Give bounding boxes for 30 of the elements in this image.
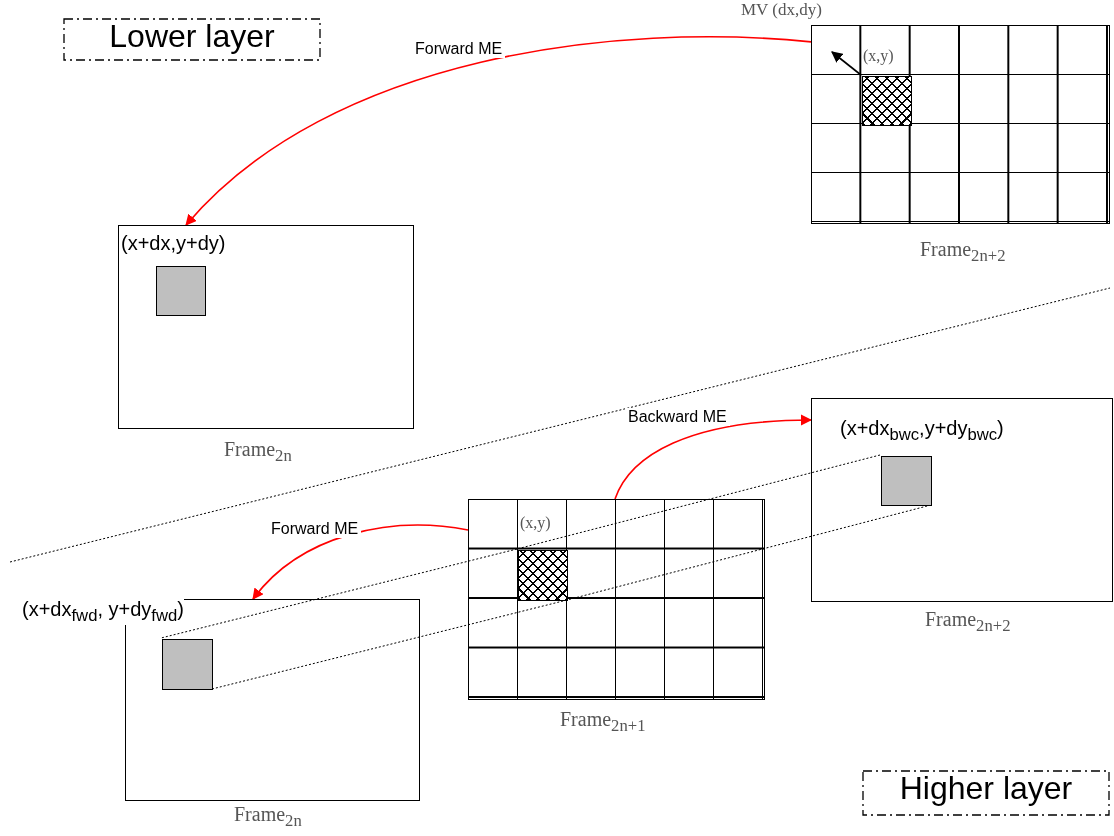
coordinate-label: (x+dx,y+dy) bbox=[121, 232, 226, 254]
reference-frame bbox=[811, 398, 1113, 602]
matched-block bbox=[881, 456, 932, 506]
projection-line bbox=[160, 548, 518, 639]
projection-line bbox=[516, 454, 881, 550]
frame-label: Frame$_{2n+2}$ bbox=[920, 238, 1006, 266]
coordinate-label: (x,y) bbox=[520, 514, 551, 532]
matched-block bbox=[156, 266, 206, 316]
block-grid bbox=[468, 499, 765, 700]
coordinate-label: (x+dx$_{bwc}$,y+dy$_{bwc}$) bbox=[840, 417, 1004, 445]
arrow bbox=[614, 414, 813, 500]
current-block bbox=[518, 550, 568, 601]
layer-name: Lower layer bbox=[108, 19, 276, 55]
frame-label: Frame$_{2n}$ bbox=[234, 803, 302, 831]
current-block bbox=[862, 76, 912, 126]
layer-name: Higher layer bbox=[898, 771, 1074, 807]
reference-frame bbox=[118, 225, 414, 429]
coordinate-label: (x,y) bbox=[863, 47, 894, 65]
layer-tag bbox=[63, 18, 321, 61]
matched-block bbox=[162, 639, 213, 690]
frame-label: Frame$_{2n+2}$ bbox=[925, 608, 1011, 636]
block-grid bbox=[811, 25, 1110, 224]
frame-label: Frame$_{2n}$ bbox=[224, 438, 292, 466]
arrow bbox=[252, 524, 469, 600]
edge-label: MV (dx,dy) bbox=[738, 1, 825, 20]
layer-tag bbox=[862, 770, 1110, 816]
edge-label: Backward ME bbox=[625, 408, 730, 426]
frame-label: Frame$_{2n+1}$ bbox=[560, 708, 646, 736]
arrow bbox=[185, 35, 812, 226]
coordinate-label: (x+dx$_{fwd}$, y+dy$_{fwd}$) bbox=[22, 598, 184, 626]
